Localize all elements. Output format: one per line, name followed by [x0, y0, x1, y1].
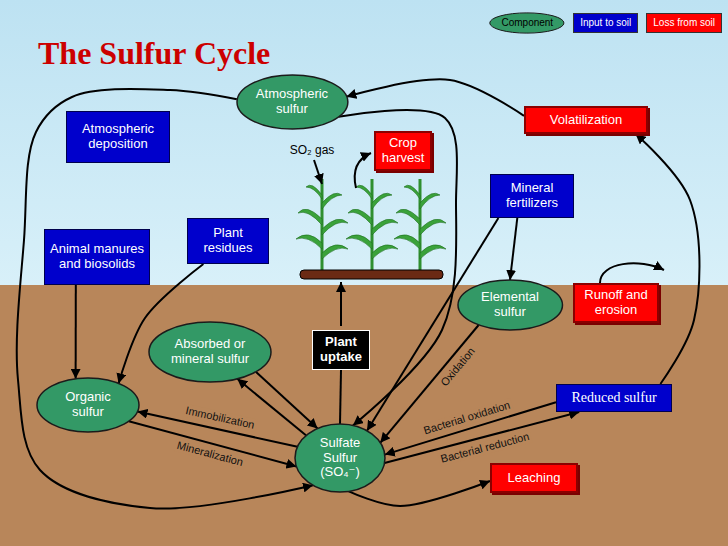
cycle-arrow — [17, 89, 313, 509]
node-text: Mineral fertilizers — [496, 181, 568, 211]
component-ellipse: Elemental sulfur — [457, 279, 563, 331]
cycle-arrow — [75, 285, 77, 379]
node-text: Elemental sulfur — [472, 290, 548, 320]
node-text: Atmospheric deposition — [72, 122, 164, 152]
node-text: Plant uptake — [318, 335, 364, 365]
legend-item: Loss from soil — [646, 13, 722, 33]
input-box: Animal manures and biosolids — [44, 229, 150, 285]
node-text: Animal manures and biosolids — [50, 242, 144, 272]
ellipse-shape — [295, 424, 385, 492]
component-ellipse: Absorbed or mineral sulfur — [148, 321, 272, 383]
input-box: Mineral fertilizers — [490, 174, 574, 218]
node-text: Absorbed or mineral sulfur — [163, 337, 257, 367]
cycle-arrow — [636, 134, 700, 384]
cycle-arrow — [510, 218, 517, 280]
node-text: Organic sulfur — [52, 390, 124, 420]
component-ellipse: Sulfate Sulfur (SO₄⁻) — [294, 423, 386, 493]
cycle-arrow — [349, 481, 490, 506]
node-text: Volatilization — [550, 113, 622, 128]
ellipse-shape — [458, 280, 562, 330]
input-box: Reduced sulfur — [556, 384, 672, 412]
loss-box: Volatilization — [524, 106, 648, 134]
loss-box: Crop harvest — [374, 131, 432, 171]
loss-box: Runoff and erosion — [573, 283, 659, 323]
input-box: Plant residues — [187, 218, 269, 264]
legend-text: Component — [501, 17, 553, 28]
crop-plants — [296, 179, 446, 279]
component-ellipse: Organic sulfur — [36, 377, 140, 433]
uptake-box: Plant uptake — [312, 330, 370, 370]
harvest-arrow — [355, 153, 371, 188]
runoff-arrow — [600, 263, 664, 283]
input-box: Atmospheric deposition — [66, 111, 170, 163]
node-text: Reduced sulfur — [571, 390, 656, 406]
legend-item: Component — [489, 12, 565, 34]
legend-text: Input to soil — [580, 17, 631, 28]
cycle-arrow — [346, 79, 524, 115]
edge-label: Immobilization — [182, 404, 257, 433]
component-ellipse: Atmospheric sulfur — [236, 74, 349, 130]
cycle-arrow — [340, 370, 341, 424]
node-text: Atmospheric sulfur — [250, 87, 334, 117]
loss-box: Leaching — [490, 463, 578, 493]
legend: Component Input to soil Loss from soil — [489, 12, 722, 34]
node-text: Sulfate Sulfur (SO₄⁻) — [310, 436, 370, 481]
legend-text: Loss from soil — [653, 17, 715, 28]
soil-bed — [300, 270, 443, 279]
uptake-arrow — [340, 282, 342, 326]
edge-label: Oxidation — [436, 344, 478, 391]
legend-swatch — [490, 13, 564, 33]
node-text: Plant residues — [193, 226, 263, 256]
edge-label: Bacterial reduction — [437, 430, 532, 467]
ellipse-shape — [149, 322, 271, 382]
edge-label: Bacterial oxidation — [420, 398, 514, 438]
node-text: Crop harvest — [381, 136, 425, 166]
ellipse-shape — [37, 378, 139, 432]
sky — [0, 0, 728, 285]
diagram-title: The Sulfur Cycle — [38, 36, 270, 71]
corn-plant — [296, 179, 348, 271]
node-text: Runoff and erosion — [580, 288, 652, 318]
edge-label: Mineralization — [173, 439, 246, 470]
gas-label: SO₂ gas — [290, 143, 335, 157]
gas-arrow — [314, 160, 322, 184]
node-text: Leaching — [508, 471, 561, 486]
legend-item: Input to soil — [573, 13, 638, 33]
ellipse-shape — [237, 75, 348, 129]
corn-plant — [346, 179, 398, 271]
corn-plant — [394, 179, 446, 271]
